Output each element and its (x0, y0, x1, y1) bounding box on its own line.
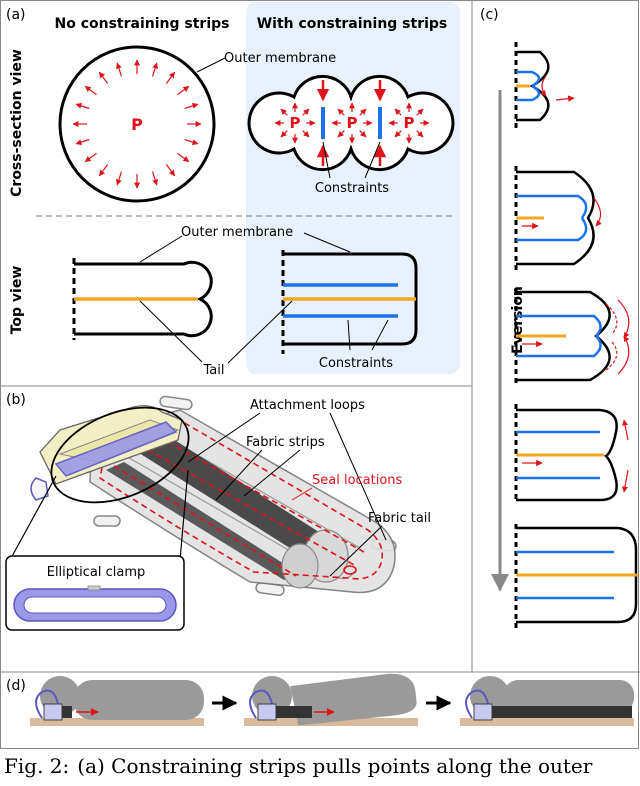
pressure-arrow (98, 164, 109, 177)
top-view-membrane-left (74, 260, 213, 338)
panel-label-a: (a) (6, 7, 26, 23)
pressure-arrow (151, 62, 158, 77)
col-title-right: With constraining strips (257, 16, 448, 32)
lobe-pressure-arrow (302, 108, 310, 116)
eversion-state-3 (514, 288, 630, 384)
lobe-pressure-arrow (394, 108, 402, 116)
eversion-state-4 (514, 404, 629, 502)
leader-line (187, 412, 261, 463)
panel-label-d: (d) (6, 678, 26, 694)
constrained-cross-section (247, 74, 455, 172)
pressure-arrow (177, 85, 190, 96)
leader-line (243, 449, 301, 497)
lobe-pressure-arrow (359, 130, 367, 138)
leader-line (347, 319, 351, 351)
caption-text: (a) Constraining strips pulls points alo… (77, 754, 593, 778)
pressure-arrow (184, 103, 199, 110)
fabric-tail-label: Fabric tail (368, 511, 431, 526)
caption-fig-number: Fig. 2: (4, 754, 70, 778)
outer-membrane-label-bottom: Outer membrane (181, 225, 293, 240)
pressure-arrow (98, 71, 109, 84)
fabric-strips-label: Fabric strips (246, 435, 325, 450)
lobe-pressure-arrow (280, 130, 288, 138)
pressure-arrow (165, 164, 176, 177)
outer-membrane-circle (58, 45, 216, 203)
pressure-label-lobe: P (347, 114, 358, 132)
transfer-frame-2 (244, 673, 418, 726)
clamp-purple (54, 421, 178, 477)
leader-line (196, 57, 226, 73)
leader-line (322, 141, 331, 179)
lobe-pressure-arrow (337, 130, 345, 138)
pressure-arrow (116, 62, 123, 77)
leader-line (364, 141, 381, 179)
pressure-label-left: P (131, 115, 143, 134)
pressure-arrow (151, 171, 158, 186)
figure-caption: Fig. 2: (a) Constraining strips pulls poi… (4, 754, 640, 786)
seal-location-path (99, 417, 384, 580)
leader-line (329, 525, 383, 577)
pressure-label-lobe: P (290, 114, 301, 132)
col-title-left: No constraining strips (55, 16, 230, 32)
tail-label: Tail (203, 363, 225, 378)
leader-line (303, 232, 351, 253)
fabric-strip-dark (106, 462, 300, 580)
constraints-label-top: Constraints (315, 181, 389, 196)
eversion-state-2 (514, 166, 602, 270)
leader-line (139, 300, 203, 363)
panel-label-b: (b) (6, 392, 26, 408)
panel-c: (c) Eversion (480, 7, 638, 628)
leader-line (291, 487, 313, 501)
transfer-frame-3 (460, 676, 634, 726)
outer-frame (0, 0, 639, 749)
pressure-label-lobe: P (404, 114, 415, 132)
callout-line (9, 475, 57, 561)
leader-line (329, 412, 387, 541)
eversion-state-1 (514, 42, 575, 128)
leader-line (227, 300, 293, 364)
panel-a: (a) No constraining strips With constrai… (6, 2, 460, 378)
pressure-arrow (165, 71, 176, 84)
pressure-arrow (84, 152, 97, 163)
leader-line (371, 319, 389, 351)
outer-membrane-label-top: Outer membrane (224, 51, 336, 66)
row-title-cross-section: Cross-section view (9, 49, 25, 197)
elliptical-clamp-label: Elliptical clamp (47, 565, 146, 580)
attachment-loops-label: Attachment loops (250, 398, 365, 413)
pressure-arrow (184, 138, 199, 145)
panel-label-c: (c) (480, 7, 499, 23)
leader-line (215, 449, 263, 501)
panel-d: (d) (6, 673, 634, 726)
lobe-pressure-arrow (416, 108, 424, 116)
row-title-top-view: Top view (9, 266, 25, 335)
lobe-pressure-arrows (274, 102, 430, 144)
lobe-pressure-arrow (302, 130, 310, 138)
lobe-pressure-arrow (394, 130, 402, 138)
lobe-pressure-arrow (359, 108, 367, 116)
pressure-arrow (177, 152, 190, 163)
pressure-arrows (72, 59, 202, 189)
leader-line (139, 235, 183, 263)
constraints-label-bottom: Constraints (319, 356, 393, 371)
lobe-pressure-arrow (280, 108, 288, 116)
callout-line (179, 469, 189, 561)
pressure-arrow (75, 103, 90, 110)
seal-locations-label: Seal locations (312, 473, 403, 488)
lobe-pressure-arrow (416, 130, 424, 138)
lobe-pressure-arrow (337, 108, 345, 116)
panel-b: (b) Elliptica (5, 392, 431, 631)
pressure-arrow (84, 85, 97, 96)
pressure-arrow (75, 138, 90, 145)
transfer-frame-1 (30, 676, 204, 726)
eversion-state-5 (514, 524, 638, 628)
pressure-arrow (116, 171, 123, 186)
